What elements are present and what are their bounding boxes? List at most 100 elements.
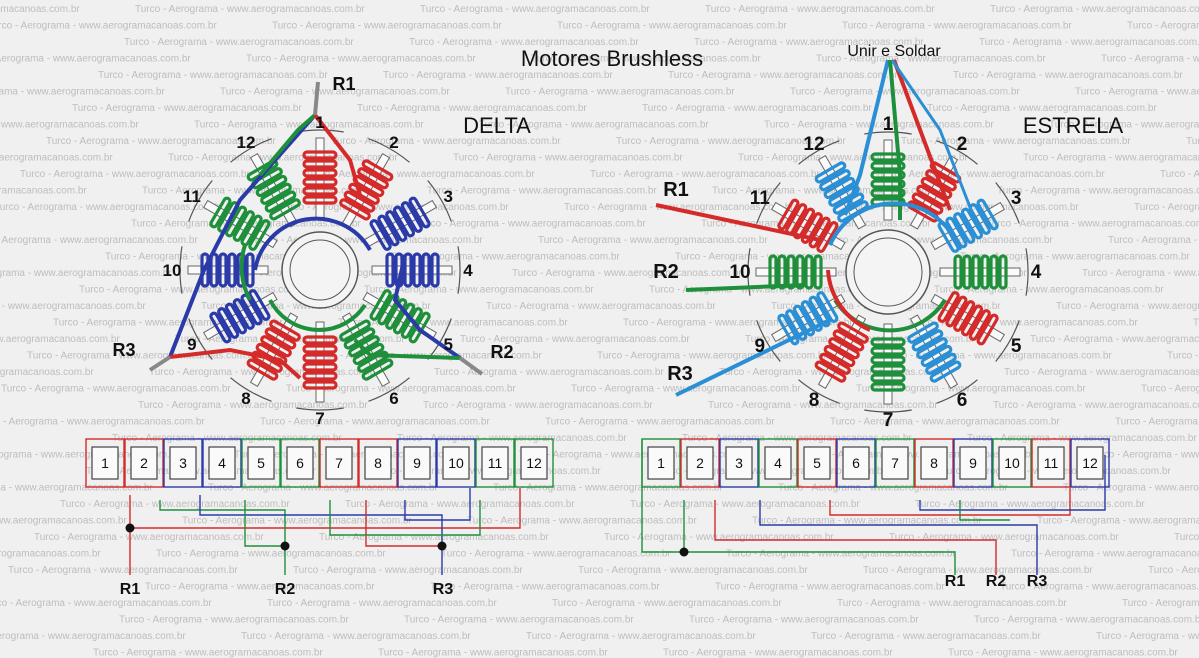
schematic-loop bbox=[202, 438, 242, 488]
schematic-coil-number: 8 bbox=[930, 455, 938, 471]
schematic-coil-box bbox=[208, 446, 236, 480]
coil-winding bbox=[255, 174, 288, 198]
star-terminal-r3: R3 bbox=[667, 363, 693, 385]
watermark-text: Turco - Aerograma - www.aerogramacanoas.… bbox=[135, 4, 365, 15]
schematic-junction bbox=[437, 541, 447, 551]
watermark-text: Turco - Aerograma - www.aerogramacanoas.… bbox=[526, 631, 756, 642]
delta-rotor-inner bbox=[289, 239, 351, 301]
schematic-coil-box bbox=[247, 446, 275, 480]
coil-winding bbox=[823, 176, 856, 200]
coil-winding bbox=[302, 344, 338, 354]
watermark-text: Turco - Aerograma - www.aerogramacanoas.… bbox=[1049, 120, 1199, 131]
watermark-text: Turco - Aerograma - www.aerogramacanoas.… bbox=[272, 21, 502, 32]
watermark-text: Turco - Aerograma - www.aerogramacanoas.… bbox=[804, 450, 1034, 461]
coil-winding bbox=[795, 254, 805, 290]
watermark-text: Turco - Aerograma - www.aerogramacanoas.… bbox=[856, 384, 1086, 395]
delta-output-r2: R2 bbox=[275, 581, 296, 598]
stator-shoe bbox=[756, 320, 781, 362]
watermark-text: Turco - Aerograma - www.aerogramacanoas.… bbox=[0, 549, 101, 560]
coil-winding bbox=[302, 195, 338, 205]
coil-winding bbox=[929, 360, 962, 383]
coil bbox=[930, 291, 1005, 346]
coil-number: 12 bbox=[803, 134, 824, 155]
coil-winding bbox=[209, 311, 232, 344]
watermark-text: Turco - Aerograma - www.aerogramacanoas.… bbox=[293, 565, 523, 576]
stator-shoe bbox=[188, 180, 213, 222]
coil-number: 10 bbox=[163, 261, 182, 280]
delta-lead-r1 bbox=[313, 81, 320, 116]
coil-winding bbox=[907, 321, 939, 344]
schematic-coil-number: 10 bbox=[448, 455, 464, 471]
coil-winding bbox=[302, 335, 338, 345]
schematic-coil-box bbox=[442, 446, 470, 480]
coil-number: 11 bbox=[750, 188, 771, 209]
watermark-text: Turco - Aerograma - www.aerogramacanoas.… bbox=[93, 648, 323, 658]
watermark-text: Turco - Aerograma - www.aerogramacanoas.… bbox=[778, 483, 1008, 494]
coil-winding bbox=[260, 335, 292, 358]
schematic-coil-box bbox=[725, 446, 753, 480]
watermark-text: Turco - Aerograma - www.aerogramacanoas.… bbox=[479, 120, 709, 131]
coil-number: 9 bbox=[187, 335, 196, 354]
coil-winding bbox=[224, 205, 248, 238]
watermark-text: Turco - Aerograma - www.aerogramacanoas.… bbox=[1101, 54, 1199, 65]
coil bbox=[939, 254, 1021, 290]
schematic-junction bbox=[125, 523, 135, 533]
watermark-text: Turco - Aerograma - www.aerogramacanoas.… bbox=[267, 598, 497, 609]
watermark-text: Turco - Aerograma - www.aerogramacanoas.… bbox=[1096, 631, 1199, 642]
watermark-text: Turco - Aerograma - www.aerogramacanoas.… bbox=[98, 70, 328, 81]
watermark-text: Turco - Aerograma - www.aerogramacanoas.… bbox=[642, 103, 872, 114]
watermark-text: Turco - Aerograma - www.aerogramacanoas.… bbox=[663, 648, 893, 658]
watermark-text: Turco - Aerograma - www.aerogramacanoas.… bbox=[72, 103, 302, 114]
coil-winding bbox=[870, 179, 906, 189]
coil-winding bbox=[925, 352, 957, 375]
schematic-wire bbox=[959, 500, 1010, 521]
schematic-coil-box bbox=[686, 446, 714, 480]
schematic-loop bbox=[124, 438, 164, 488]
coil-winding bbox=[392, 302, 416, 335]
watermark-text: Turco - Aerograma - www.aerogramacanoas.… bbox=[0, 120, 139, 131]
schematic-loop bbox=[680, 438, 720, 488]
coil-winding bbox=[421, 252, 431, 288]
coil-winding bbox=[343, 327, 376, 350]
coil-winding bbox=[960, 304, 984, 337]
delta-lead-r2 bbox=[458, 356, 484, 376]
coil-winding bbox=[369, 219, 392, 251]
coil-winding bbox=[227, 252, 237, 288]
schematic-loop bbox=[241, 438, 281, 488]
watermark-text: Turco - Aerograma - www.aerogramacanoas.… bbox=[208, 483, 438, 494]
watermark-text: Turco - Aerograma - www.aerogramacanoas.… bbox=[338, 318, 568, 329]
watermark-text: Turco - Aerograma - www.aerogramacanoas.… bbox=[842, 21, 1072, 32]
schematic-loop bbox=[319, 438, 359, 488]
watermark-text: Turco - Aerograma - www.aerogramacanoas.… bbox=[764, 120, 994, 131]
schematic-coil-number: 11 bbox=[488, 455, 503, 471]
coil-winding bbox=[911, 329, 944, 352]
coil-winding bbox=[400, 201, 423, 233]
coil-winding bbox=[971, 254, 981, 290]
watermark-text: Turco - Aerograma - www.aerogramacanoas.… bbox=[1122, 598, 1199, 609]
coil bbox=[907, 314, 962, 389]
star-lead-r1 bbox=[655, 203, 821, 242]
coil-winding bbox=[240, 214, 263, 247]
watermark-text: Turco - Aerograma - www.aerogramacanoas.… bbox=[726, 549, 956, 560]
star-inner-arc-blue bbox=[828, 201, 962, 251]
coil-winding bbox=[813, 254, 823, 290]
watermark-text: Turco - Aerograma - www.aerogramacanoas.… bbox=[512, 268, 742, 279]
coil bbox=[246, 312, 301, 387]
watermark-text: Turco - Aerograma - www.aerogramacanoas.… bbox=[993, 400, 1199, 411]
watermark-text: Turco - Aerograma - www.aerogramacanoas.… bbox=[0, 598, 212, 609]
schematic-coil-number: 10 bbox=[1004, 455, 1020, 471]
coil bbox=[870, 323, 906, 405]
watermark-text: Turco - Aerograma - www.aerogramacanoas.… bbox=[705, 4, 935, 15]
coil-winding bbox=[819, 352, 851, 375]
watermark-text: Turco - Aerograma - www.aerogramacanoas.… bbox=[1030, 334, 1199, 345]
schematic-wire bbox=[159, 500, 286, 546]
watermark-text: Turco - Aerograma - www.aerogramacanoas.… bbox=[0, 367, 94, 378]
delta-terminal-r3: R3 bbox=[112, 340, 135, 360]
coil-winding bbox=[361, 358, 394, 381]
coil-winding bbox=[816, 221, 839, 253]
star-output-r2: R2 bbox=[986, 573, 1007, 590]
coil-winding bbox=[369, 289, 392, 321]
schematic-loop bbox=[1031, 438, 1071, 488]
